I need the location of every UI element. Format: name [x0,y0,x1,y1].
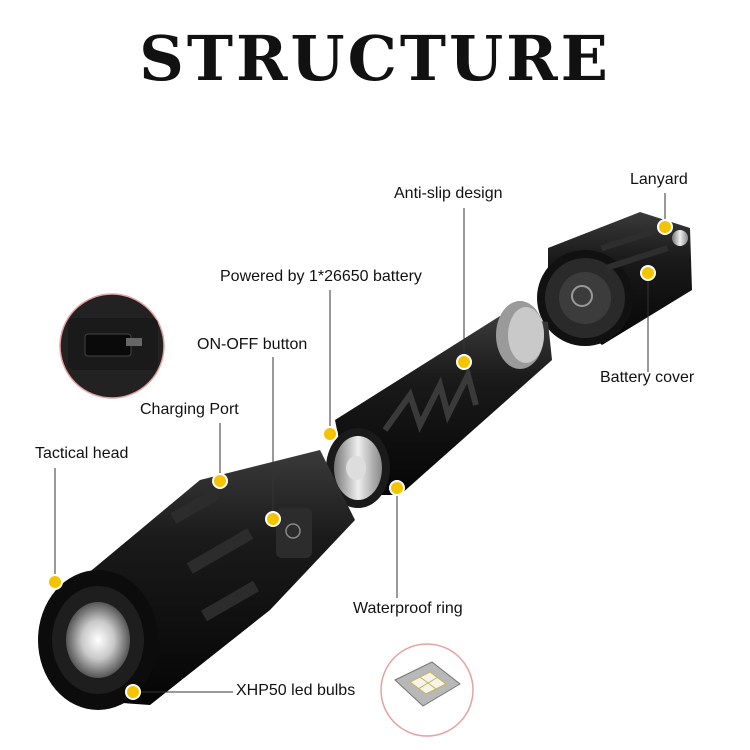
marker-tactical-head [48,575,62,589]
label-anti-slip: Anti-slip design [394,185,503,203]
label-battery-cover: Battery cover [600,369,694,387]
marker-on-off [266,512,280,526]
marker-powered-by [323,427,337,441]
battery-tube-part [326,301,552,508]
marker-charging-port [213,474,227,488]
marker-battery-cover [641,266,655,280]
label-lanyard: Lanyard [630,171,688,189]
label-waterproof-ring: Waterproof ring [353,600,463,618]
marker-led-bulbs [126,685,140,699]
marker-anti-slip [457,355,471,369]
label-powered-by: Powered by 1*26650 battery [220,268,422,286]
charging-port-inset [60,294,164,398]
led-inset [381,644,473,736]
label-tactical-head: Tactical head [35,445,128,463]
marker-waterproof-ring [390,481,404,495]
label-charging-port: Charging Port [140,401,239,419]
label-led-bulbs: XHP50 led bulbs [236,682,355,700]
label-on-off: ON-OFF button [197,336,307,354]
flashlight-head-part [38,450,355,710]
marker-lanyard [658,220,672,234]
